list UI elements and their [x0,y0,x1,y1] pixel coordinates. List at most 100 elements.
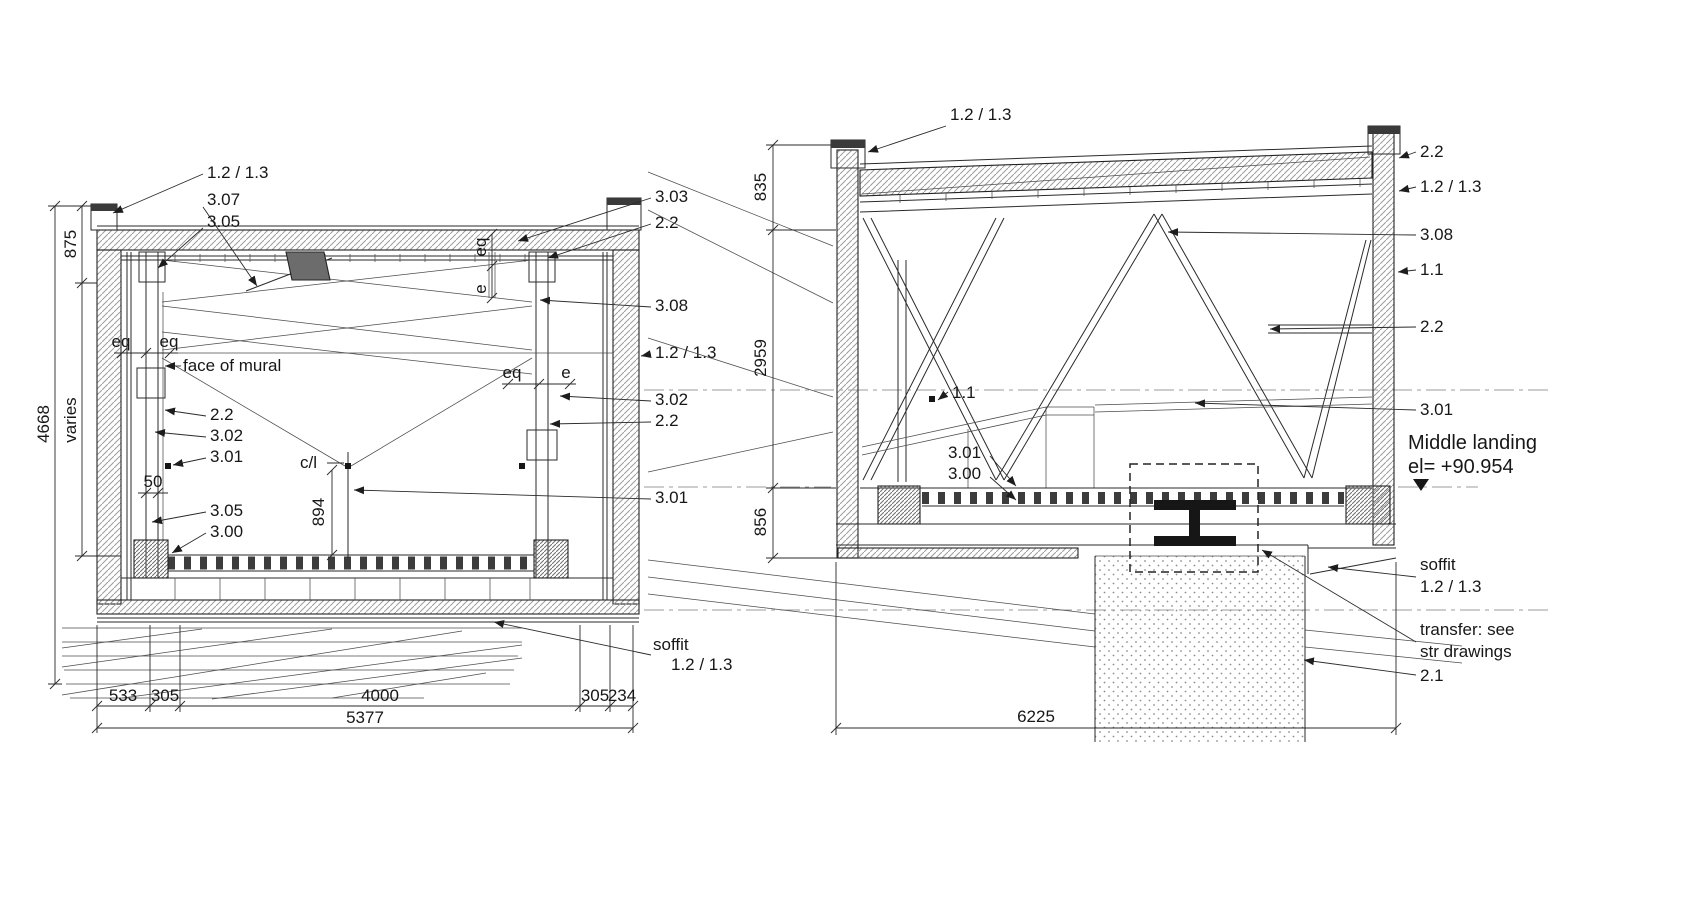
interior-columns [145,252,549,578]
leader-3-00 [171,532,207,554]
dim-856: 856 [751,508,770,536]
leader-2-1 [1303,657,1417,676]
roof-top-line [859,145,1373,165]
callout-1-1-right: 1.1 [1420,260,1444,279]
roof-underside-lines [859,183,1373,213]
truss-diagonals [862,213,1372,481]
callout-2-2-left: 2.2 [210,405,234,424]
callout-3-00: 3.00 [210,522,243,541]
leader-3-02-right [559,392,652,402]
callout-3-01-right: 3.01 [655,488,688,507]
eq-left-2: eq [160,332,179,351]
left-existing-layers [61,627,523,700]
left-centerline-marker [165,452,525,558]
callout-3-01-inner: 3.01 [948,443,981,462]
callout-ref-top-left: 1.2 / 1.3 [207,163,268,182]
eq-top-1: eq [471,238,490,257]
right-leaders [867,125,1417,676]
callout-2-2-mid: 2.2 [1420,317,1444,336]
elevation-marker [929,396,1429,491]
dim-875: 875 [61,230,80,258]
callout-3-05-bot: 3.05 [210,501,243,520]
leader-2-2-right-top [547,223,652,259]
callout-3-08: 3.08 [1420,225,1453,244]
callout-ref-right-top: 1.2 / 1.3 [1420,177,1481,196]
pier-edges [1094,556,1306,742]
dim-varies: varies [61,397,80,442]
dim-234: 234 [608,686,636,705]
deck-bottom-lines [121,570,613,579]
callout-ref-top: 1.2 / 1.3 [950,105,1011,124]
node-square-1-1 [929,396,935,402]
ceiling-lines [121,255,613,261]
left-floor-deck [121,539,613,600]
layer-lines [62,627,522,699]
dim-4000: 4000 [361,686,399,705]
column-block-right-mid [526,429,558,461]
left-section: 1.2 / 1.3 3.07 3.05 eq eq face of mural … [34,163,732,734]
leader-3-00-inner [989,476,1017,501]
roof-beam-diagonal [861,156,1371,195]
left-interior-framing [121,251,613,600]
right-left-wall [836,149,859,559]
leader-soffit [493,620,652,656]
eq-left-1: eq [112,332,131,351]
pier-stipple [1095,556,1305,742]
callout-3-02-left: 3.02 [210,426,243,445]
elevation-triangle [1413,479,1429,491]
parapet-cap-right-top [607,198,641,205]
dim-5377: 5377 [346,708,384,727]
hanger-rod [488,252,496,298]
node-square-right [519,463,525,469]
callout-ref-right: 1.2 / 1.3 [655,343,716,362]
callout-1-1-inner: 1.1 [952,383,976,402]
transfer-beam [1129,463,1259,573]
right-parapet-cap-left-top [831,140,865,148]
callout-3-02-right: 3.02 [655,390,688,409]
concrete-pier [1094,555,1306,742]
top-slab [96,229,640,251]
leader-2-2-mid [1269,324,1417,333]
callout-face-of-mural: face of mural [183,356,281,375]
leader-ref-right [640,350,652,358]
callout-soffit-ref: 1.2 / 1.3 [1420,577,1481,596]
callout-3-00-inner: 3.00 [948,464,981,483]
eq-mid-2: e [561,363,570,382]
callout-3-03: 3.03 [655,187,688,206]
column-block-left-mid [136,367,166,399]
bracing-diagonals [161,259,533,467]
stair-railing [861,406,1095,488]
bearing-block-right [1345,485,1391,525]
roof-hanger-ticks [899,179,1361,203]
leader-3-08 [1167,228,1417,237]
leader-ref-top-left [112,173,204,214]
soffit-finish-band [837,547,1079,559]
middle-landing-elevation: el= +90.954 [1408,456,1514,478]
callout-transfer-1: transfer: see [1420,620,1515,639]
truss-members [861,213,1373,488]
left-dimensions [48,200,639,734]
callout-2-1: 2.1 [1420,666,1444,685]
bearing-block-left [133,539,169,579]
dim-835: 835 [751,173,770,201]
middle-landing-label: Middle landing [1408,432,1537,454]
left-texts: 1.2 / 1.3 3.07 3.05 eq eq face of mural … [34,163,732,727]
cl-node-square [345,463,351,469]
callout-3-01-right: 3.01 [1420,400,1453,419]
ramp-context-lower [647,559,1463,664]
leader-2-2-left [164,407,207,417]
leader-1-1-right [1397,266,1417,275]
truss-vertical [897,260,907,482]
callout-2-2-top: 2.2 [1420,142,1444,161]
leader-3-08 [539,296,652,308]
dim-894: 894 [309,498,328,526]
leader-transfer [1261,549,1417,643]
roof-slab [859,151,1373,197]
right-envelope [830,125,1401,559]
i-beam-top-flange [1154,500,1236,510]
dim-533: 533 [109,686,137,705]
dim-6225: 6225 [1017,707,1055,726]
i-beam-web [1189,510,1200,536]
